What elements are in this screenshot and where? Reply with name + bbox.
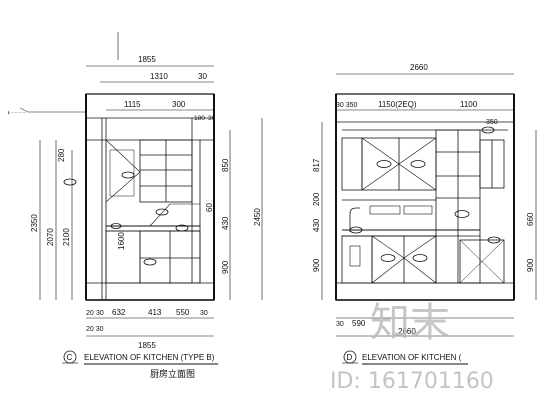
dim-top-1310: 1310 bbox=[150, 72, 168, 81]
dim-top-350: 350 bbox=[486, 119, 498, 126]
leader-note: ℹ ⋯⋯⋯⋯ bbox=[8, 110, 27, 115]
left-elevation bbox=[63, 93, 215, 301]
watermark-logo: 知末 bbox=[370, 300, 450, 346]
dim-right-900: 900 bbox=[526, 258, 535, 272]
dim-right-660: 660 bbox=[526, 212, 535, 226]
dim-top-1100: 1100 bbox=[460, 100, 478, 109]
dim-top-30b: 30 bbox=[208, 115, 216, 122]
dim-bottom-20: 20 bbox=[86, 310, 94, 317]
dim-left-2100: 2100 bbox=[62, 228, 71, 246]
dim-right-430: 430 bbox=[221, 216, 230, 230]
right-elevation bbox=[335, 93, 515, 301]
dim-top-1150: 1150(2EQ) bbox=[378, 100, 417, 109]
dim-bottom-1855: 1855 bbox=[138, 341, 156, 350]
left-drawing-title: ELEVATION OF KITCHEN (TYPE B) bbox=[84, 353, 215, 362]
dim-right-2450: 2450 bbox=[253, 208, 262, 226]
dim-bottom-413: 413 bbox=[148, 308, 162, 317]
left-dimension-lines bbox=[19, 32, 263, 337]
dim-left-2070: 2070 bbox=[46, 228, 55, 246]
dim-bottom-2660: 2660 bbox=[398, 327, 416, 336]
section-marker-letter: D bbox=[347, 353, 353, 362]
dim-top-30: 30 bbox=[198, 72, 207, 81]
dim-right-900: 900 bbox=[221, 260, 230, 274]
dim-left-430: 430 bbox=[312, 218, 321, 232]
right-dimension-text: 2660 30 350 1150(2EQ) 1100 350 817 200 4… bbox=[312, 63, 535, 336]
dim-top-30-350: 30 350 bbox=[336, 102, 358, 109]
dim-top-2660: 2660 bbox=[410, 63, 428, 72]
dim-left-900: 900 bbox=[312, 258, 321, 272]
dim-bottom-30: 30 bbox=[96, 310, 104, 317]
watermark-id: ID: 161701160 bbox=[330, 369, 494, 394]
right-drawing-title: ELEVATION OF KITCHEN ( bbox=[362, 353, 462, 362]
left-title-block: C ELEVATION OF KITCHEN (TYPE B) 厨房立面图 bbox=[62, 350, 218, 380]
dim-top-1115: 1115 bbox=[124, 100, 141, 109]
left-dimension-text: 1855 1310 30 1115 300 180 30 280 2350 20… bbox=[8, 55, 262, 350]
dim-left-817: 817 bbox=[312, 158, 321, 172]
right-title-block: D ELEVATION OF KITCHEN ( bbox=[342, 350, 468, 365]
left-drawing-subtitle: 厨房立面图 bbox=[150, 368, 195, 380]
dim-bottom-550: 550 bbox=[176, 308, 190, 317]
dim-bottom-590: 590 bbox=[352, 319, 366, 328]
dim-bottom-632: 632 bbox=[112, 308, 126, 317]
right-dimension-lines bbox=[321, 73, 537, 337]
watermark: 知末 ID: 161701160 bbox=[330, 300, 494, 394]
dim-left-200: 200 bbox=[312, 192, 321, 206]
dim-left-2350: 2350 bbox=[30, 214, 39, 232]
dim-top-1855: 1855 bbox=[138, 55, 156, 64]
dim-top-300: 300 bbox=[172, 100, 186, 109]
dim-bottom-30b: 30 bbox=[200, 310, 208, 317]
dim-bottom-20-30: 20 30 bbox=[86, 326, 104, 333]
section-marker-letter: C bbox=[67, 353, 73, 362]
dim-bottom-30: 30 bbox=[336, 321, 344, 328]
dim-left-1600: 1600 bbox=[117, 232, 126, 250]
dim-right-60: 60 bbox=[205, 203, 214, 212]
dim-top-180: 180 bbox=[194, 115, 205, 122]
dim-left-280: 280 bbox=[57, 148, 66, 162]
dim-right-850: 850 bbox=[221, 158, 230, 172]
